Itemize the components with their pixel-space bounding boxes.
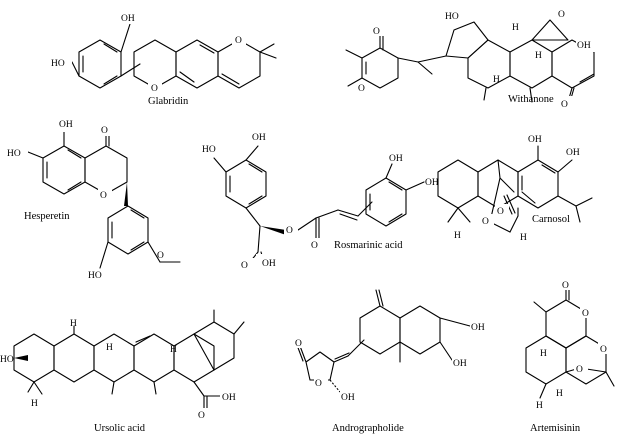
structure-rosmarinic-acid bbox=[213, 145, 425, 270]
withanone-ho-label: HO bbox=[445, 12, 459, 22]
carnosol-h-label-1: H bbox=[454, 231, 461, 241]
withanone-oh-label: OH bbox=[577, 41, 591, 51]
name-carnosol: Carnosol bbox=[532, 214, 570, 225]
carnosol-oh-label-2: OH bbox=[566, 148, 580, 158]
structure-carnosol bbox=[437, 145, 593, 233]
withanone-h-label-3: H bbox=[535, 51, 542, 61]
ursolic-h-label-4: H bbox=[170, 345, 177, 355]
structure-artemisinin bbox=[525, 278, 615, 399]
hesperetin-oh-label-1: OH bbox=[59, 120, 73, 130]
hesperetin-o-label-2: O bbox=[100, 191, 107, 201]
withanone-o-label-1: O bbox=[373, 27, 380, 37]
glabridin-o-label-1: O bbox=[151, 84, 158, 94]
ursolic-h-label-3: H bbox=[106, 343, 113, 353]
withanone-o-label-3: O bbox=[558, 10, 565, 20]
carnosol-oh-label-1: OH bbox=[528, 135, 542, 145]
andrographolide-oh-label-1: OH bbox=[341, 393, 355, 403]
rosmarinic-oh-label-4: OH bbox=[425, 178, 439, 188]
name-ursolic-acid: Ursolic acid bbox=[94, 423, 146, 434]
rosmarinic-ho-label-1: HO bbox=[202, 145, 216, 155]
glabridin-o-label-2: O bbox=[235, 36, 242, 46]
withanone-o-label-4: O bbox=[561, 100, 568, 110]
ursolic-o-label: O bbox=[198, 411, 205, 421]
hesperetin-ho-label-1: HO bbox=[7, 149, 21, 159]
rosmarinic-o-label-1: O bbox=[286, 226, 293, 236]
artemisinin-h-label-2: H bbox=[536, 401, 543, 411]
hesperetin-ho-label-2: HO bbox=[88, 271, 102, 281]
structure-ursolic-acid bbox=[13, 309, 245, 420]
artemisinin-o-label-4: O bbox=[576, 365, 583, 375]
structure-withanone bbox=[345, 8, 598, 110]
carnosol-o-label-1: O bbox=[482, 217, 489, 227]
structure-andrographolide bbox=[294, 289, 492, 404]
andrographolide-oh-label-3: OH bbox=[453, 359, 467, 369]
artemisinin-o-label-3: O bbox=[600, 345, 607, 355]
glabridin-ho-label: HO bbox=[51, 59, 65, 69]
artemisinin-o-label-2: O bbox=[582, 309, 589, 319]
withanone-h-label-1: H bbox=[512, 23, 519, 33]
rosmarinic-oh-label-2: OH bbox=[262, 259, 276, 269]
name-rosmarinic-acid: Rosmarinic acid bbox=[334, 240, 403, 251]
ursolic-ho-label: HO bbox=[0, 355, 14, 365]
artemisinin-h-label-1: H bbox=[540, 349, 547, 359]
rosmarinic-o-label-3: O bbox=[241, 261, 248, 271]
name-hesperetin: Hesperetin bbox=[24, 211, 70, 222]
withanone-h-label-2: H bbox=[493, 75, 500, 85]
withanone-o-label-2: O bbox=[358, 84, 365, 94]
ursolic-h-label-1: H bbox=[70, 319, 77, 329]
rosmarinic-oh-label-3: OH bbox=[389, 154, 403, 164]
glabridin-oh-label: OH bbox=[121, 14, 135, 24]
ursolic-h-label-2: H bbox=[31, 399, 38, 409]
name-andrographolide: Andrographolide bbox=[332, 423, 404, 434]
hesperetin-o-label-3: O bbox=[157, 251, 164, 261]
name-glabridin: Glabridin bbox=[148, 96, 189, 107]
andrographolide-oh-label-2: OH bbox=[471, 323, 485, 333]
andrographolide-o-label-2: O bbox=[315, 379, 322, 389]
rosmarinic-oh-label-1: OH bbox=[252, 133, 266, 143]
structure-hesperetin bbox=[6, 118, 181, 269]
andrographolide-o-label-1: O bbox=[295, 339, 302, 349]
ursolic-oh-label: OH bbox=[222, 393, 236, 403]
carnosol-o-label-2: O bbox=[497, 207, 504, 217]
artemisinin-h-label-3: H bbox=[556, 389, 563, 399]
structure-glabridin bbox=[50, 10, 277, 94]
hesperetin-o-label-1: O bbox=[101, 126, 108, 136]
carnosol-h-label-2: H bbox=[520, 233, 527, 243]
name-withanone: Withanone bbox=[508, 94, 554, 105]
name-artemisinin: Artemisinin bbox=[530, 423, 581, 434]
rosmarinic-o-label-2: O bbox=[311, 241, 318, 251]
artemisinin-o-label-1: O bbox=[562, 281, 569, 291]
